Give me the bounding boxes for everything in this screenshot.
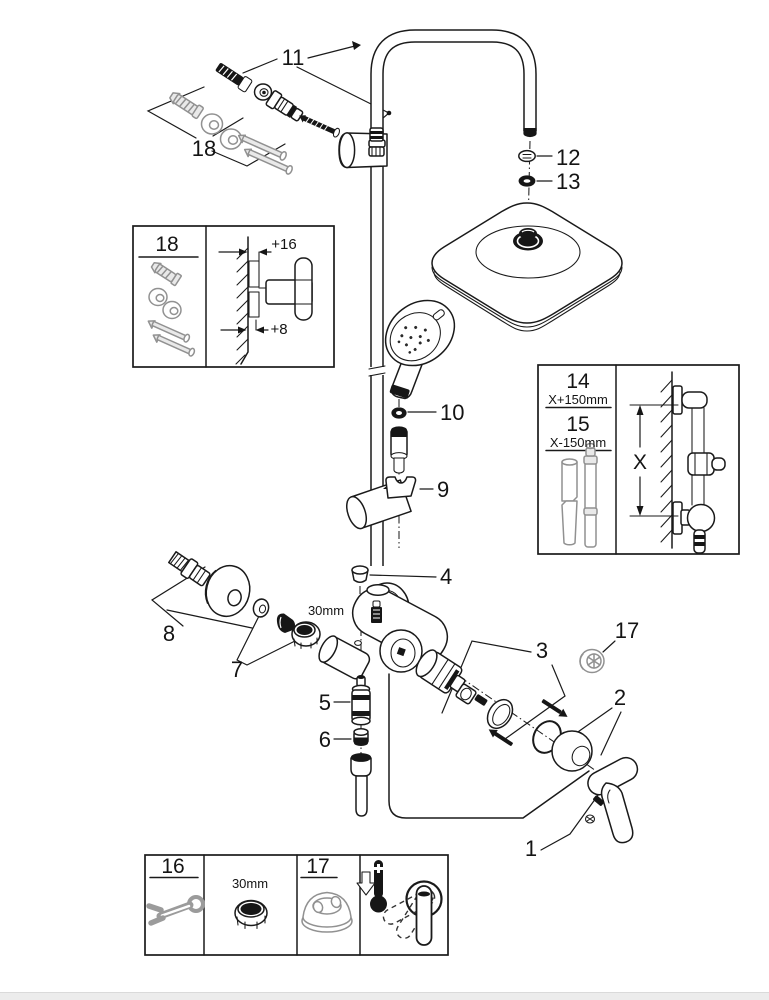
callout-9: 9 <box>437 477 449 502</box>
callout-8: 8 <box>163 621 175 646</box>
dimension-x-label: X <box>633 451 647 474</box>
cone-seal-7 <box>276 613 295 633</box>
inset-tools <box>144 854 449 956</box>
mixer-valve-body <box>318 582 449 680</box>
hand-shower <box>384 299 456 400</box>
cap-17 <box>579 648 605 674</box>
shower-rail-pipe <box>368 29 537 566</box>
callout-10: 10 <box>440 400 464 425</box>
callout-17: 17 <box>615 618 639 643</box>
callout-5: 5 <box>319 690 331 715</box>
nut-30mm-7 <box>291 621 321 650</box>
dome-cap-2 <box>551 730 593 772</box>
callout-4: 4 <box>440 564 452 589</box>
fixing-screw <box>541 699 568 717</box>
tool-wrench-number: 16 <box>161 855 184 878</box>
wall-screw-set-18 <box>169 92 293 175</box>
seal-6 <box>353 728 369 746</box>
offset-top-label: +16 <box>271 236 296 253</box>
rail-part-long-number: 14 <box>566 370 590 393</box>
union-nipple-8 <box>167 551 211 587</box>
temperature-icon <box>356 860 387 913</box>
callout-11: 11 <box>282 45 305 70</box>
o-ring-10 <box>391 407 407 419</box>
callout-18: 18 <box>192 136 216 161</box>
callout-7: 7 <box>231 657 243 682</box>
callout-13: 13 <box>556 169 580 194</box>
o-ring-13 <box>518 175 536 187</box>
offset-bottom-label: +8 <box>270 321 287 338</box>
lever-handle-1 <box>584 756 639 844</box>
bracket-screw-set-11 <box>215 63 341 138</box>
handle-positions-icon <box>382 880 443 946</box>
diverter-cartridge-5 <box>351 675 371 726</box>
rail-part-short-number: 15 <box>566 413 589 436</box>
rail-length-short-label: X-150mm <box>550 435 606 450</box>
rail-length-long-label: X+150mm <box>548 392 608 407</box>
nut-size-label: 30mm <box>308 603 344 618</box>
cartridge-3 <box>415 649 568 746</box>
nut-30mm-icon <box>234 899 268 930</box>
washer-7 <box>252 598 270 618</box>
arrow-down-icon <box>356 871 376 896</box>
callout-2: 2 <box>614 685 626 710</box>
tool-cap-number: 17 <box>306 855 329 878</box>
hose-connector <box>390 426 408 474</box>
wrench-icon <box>146 895 205 926</box>
upper-wall-bracket <box>338 127 388 169</box>
hand-shower-holder-9 <box>346 476 417 530</box>
fixing-screw <box>488 729 513 746</box>
plug-4 <box>351 565 369 583</box>
callout-12: 12 <box>556 145 580 170</box>
tool-nut-size-label: 30mm <box>232 876 268 891</box>
head-shower <box>431 202 623 332</box>
escutcheon-8 <box>204 564 251 618</box>
callout-1: 1 <box>525 836 537 861</box>
footer-bar <box>0 992 769 1000</box>
inset-rail-length-14-15 <box>537 364 740 555</box>
inset-wall-part-number: 18 <box>155 233 178 256</box>
bottom-outlet-connector <box>350 753 372 817</box>
inset-wall-mount-18 <box>132 225 335 368</box>
callout-3: 3 <box>536 638 548 663</box>
callout-6: 6 <box>319 727 331 752</box>
callout-labels: 11 18 12 13 10 9 4 8 30mm 7 5 6 3 17 2 1… <box>155 45 647 891</box>
cap-17-icon <box>301 891 353 933</box>
screen-washer-12 <box>518 149 536 163</box>
